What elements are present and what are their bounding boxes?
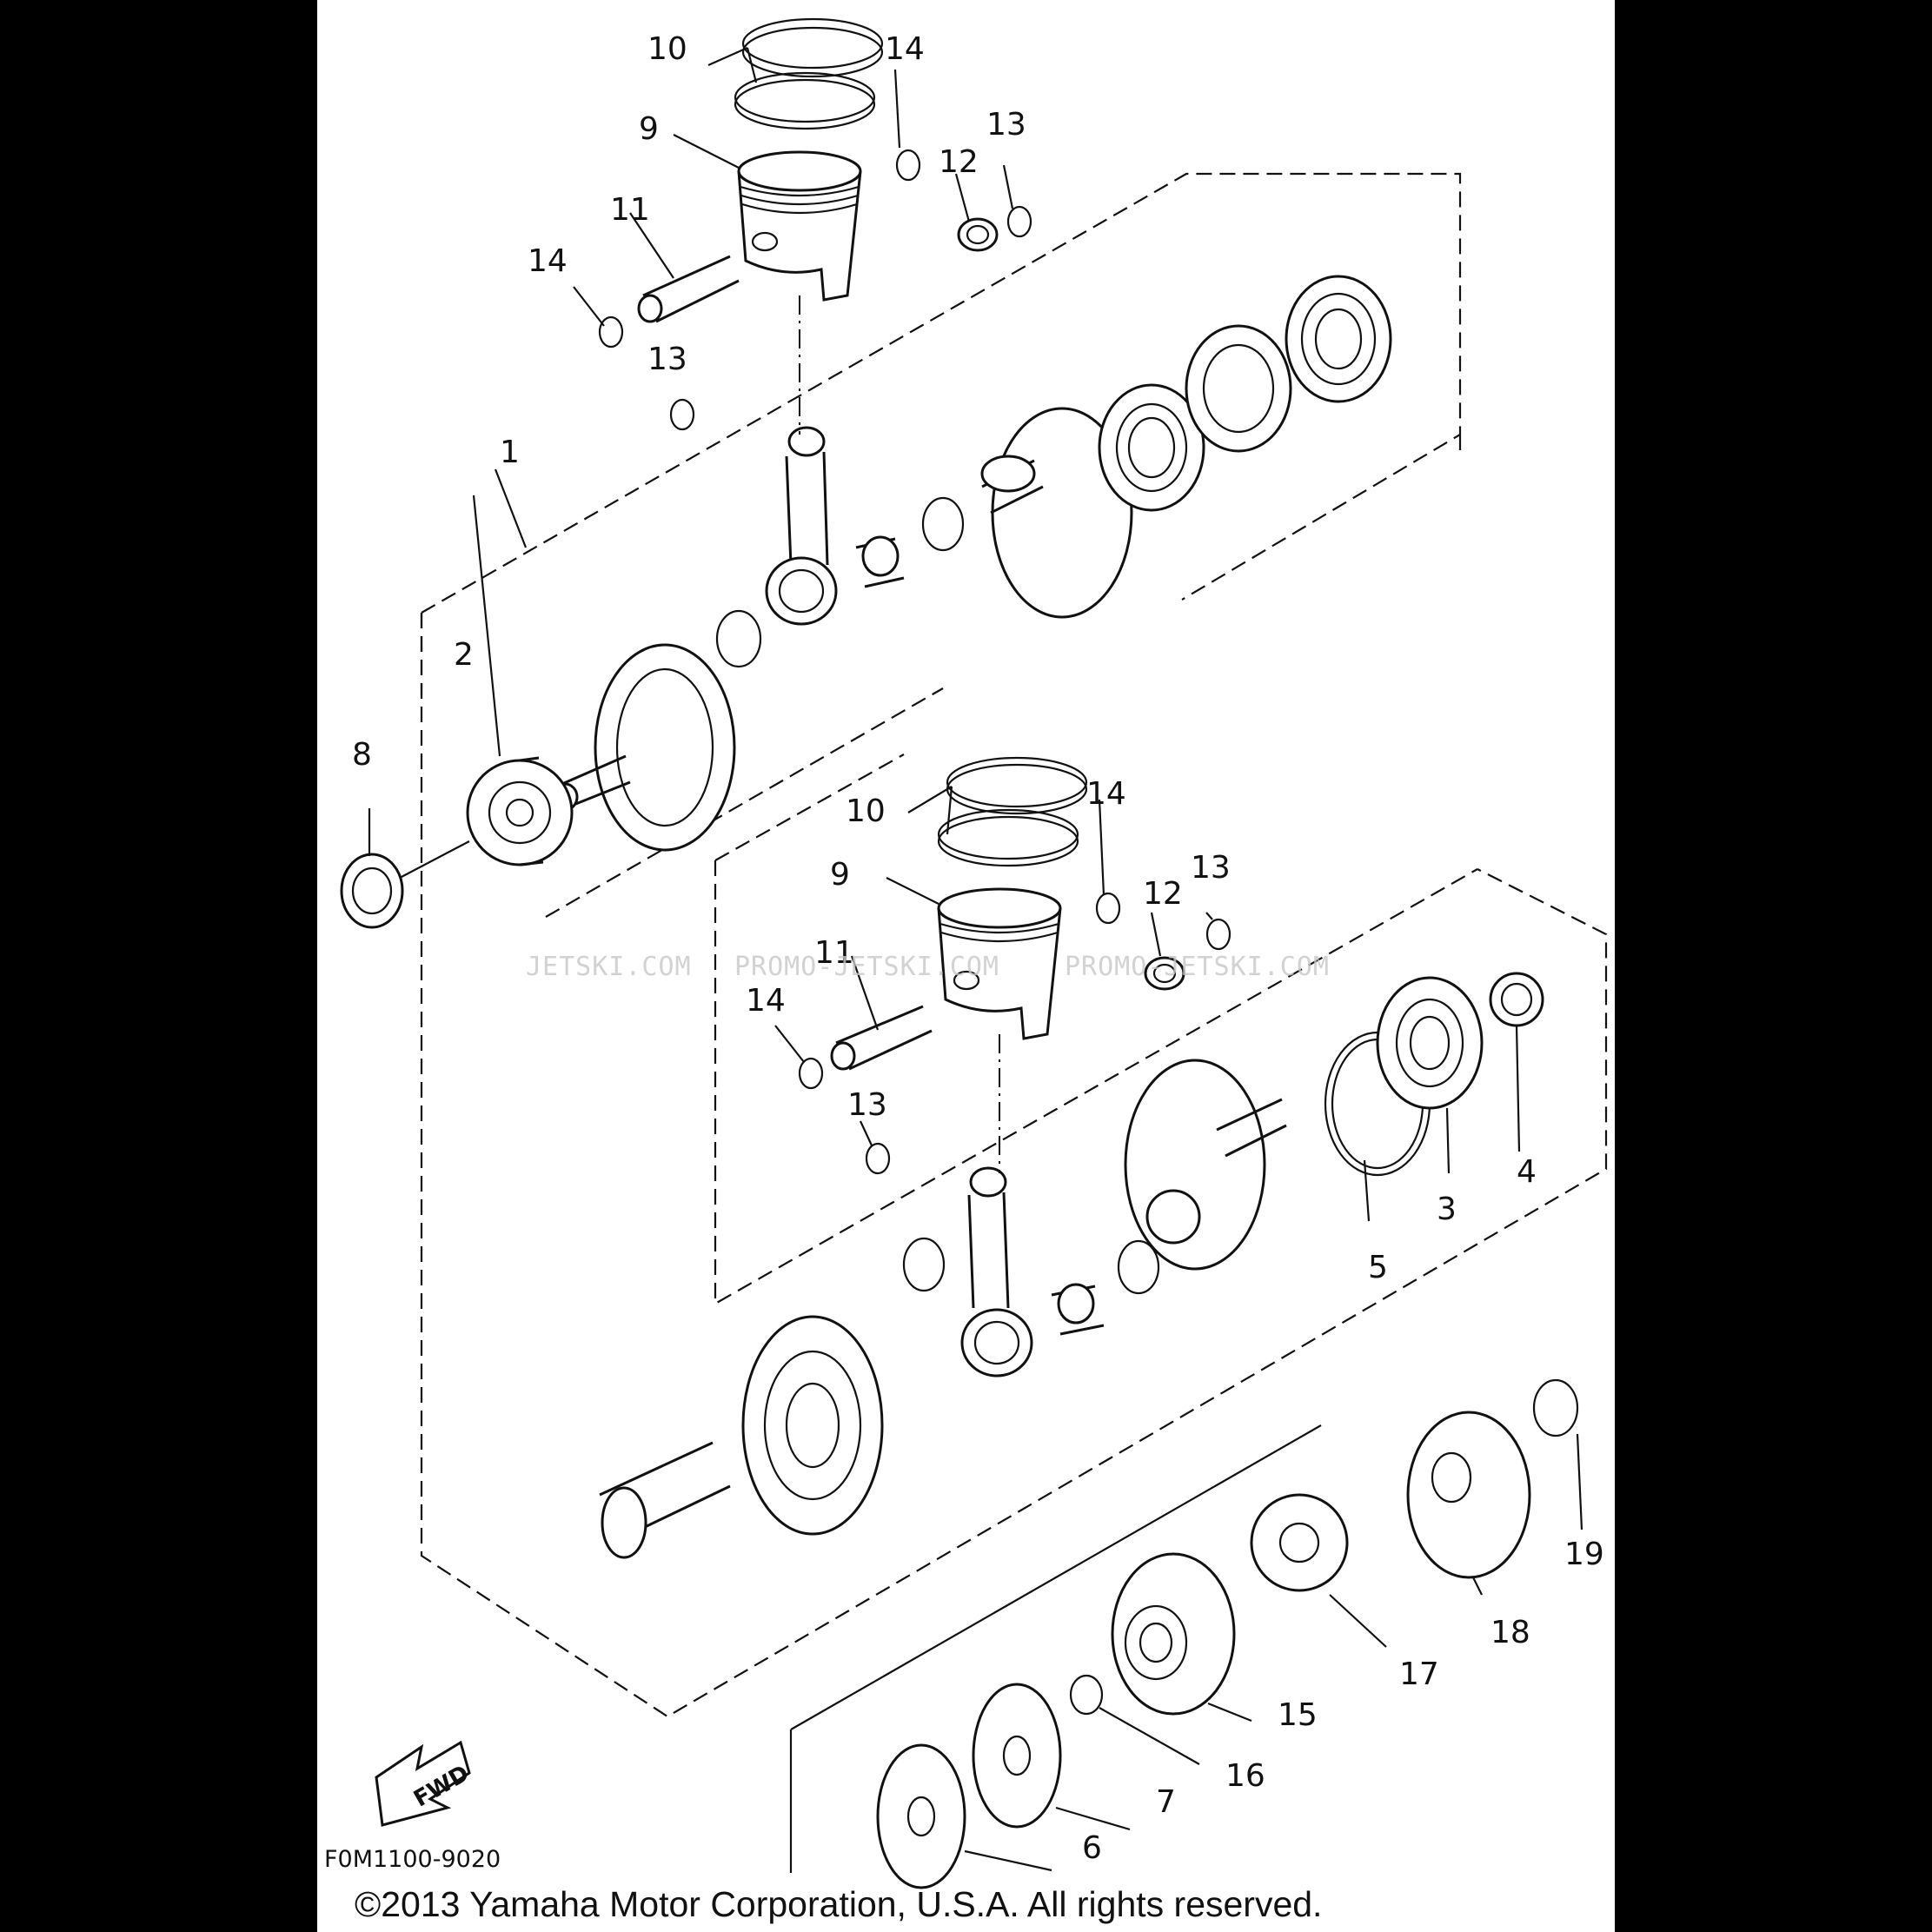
callout-numbers: 1 2 3 4 5 6 7 8 9 9 10 10 11 11 12 12 13…: [352, 31, 1604, 1866]
washer-lower-left: [865, 1142, 891, 1175]
circlip-upper-right: [895, 149, 921, 182]
upper-assembly-outline: [420, 172, 1462, 695]
callout-3: 3: [1437, 1192, 1457, 1227]
exploded-parts-diagram: 1 2 3 4 5 6 7 8 9 9 10 10 11 11 12 12 13…: [324, 17, 1608, 1924]
pin-shaft: [599, 1441, 731, 1559]
fwd-arrow: FWD: [375, 1740, 474, 1827]
callout-15: 15: [1278, 1697, 1318, 1733]
leader-seal: [399, 840, 470, 879]
callout-14-lower-right: 14: [1086, 776, 1126, 812]
callout-10-upper: 10: [647, 31, 687, 67]
crank-web-lower-left: [741, 1315, 884, 1536]
callout-4: 4: [1517, 1154, 1537, 1190]
piston-upper: [737, 150, 862, 302]
callout-1: 1: [500, 435, 520, 470]
crank-web-upper-right: [980, 407, 1133, 619]
callout-10-lower: 10: [846, 793, 886, 829]
circlip-upper-left: [598, 315, 624, 349]
connecting-rod-lower: [960, 1166, 1033, 1378]
piston-lower: [937, 887, 1062, 1040]
washer-lower-right: [1205, 918, 1232, 951]
copyright-text: ©2013 Yamaha Motor Corporation, U.S.A. A…: [355, 1884, 1322, 1924]
bearing-3: [1376, 976, 1484, 1110]
callout-2: 2: [454, 637, 474, 673]
callout-13-upper-left: 13: [647, 342, 687, 377]
callout-7: 7: [1156, 1784, 1176, 1820]
washer-upper-left: [669, 398, 695, 431]
circlip-lower-right: [1095, 892, 1121, 925]
callout-11-upper: 11: [610, 192, 650, 228]
callout-13-upper-right: 13: [986, 107, 1026, 143]
callout-14-upper-left: 14: [528, 243, 568, 279]
piston-ring-upper: [734, 17, 884, 130]
spacer-7: [972, 1683, 1062, 1829]
thrust-washer-upper: [921, 496, 965, 552]
diagram-sheet: 1 2 3 4 5 6 7 8 9 9 10 10 11 11 12 12 13…: [317, 0, 1615, 1932]
crank-web-upper: [551, 643, 736, 852]
callout-9-upper: 9: [639, 111, 659, 147]
callout-17: 17: [1399, 1656, 1439, 1692]
callout-16: 16: [1225, 1758, 1265, 1794]
callout-8: 8: [352, 737, 372, 773]
crankshaft-assembly-outline: [420, 613, 1608, 1718]
piston-pin-lower: [830, 1005, 933, 1071]
bearing-ring-upper-left: [715, 609, 762, 668]
crank-web-lower: [1124, 1059, 1287, 1271]
needle-bearing-lower: [1144, 956, 1185, 991]
callout-13-lower-left: 13: [847, 1087, 887, 1123]
callout-12-upper: 12: [939, 144, 979, 180]
callout-18: 18: [1490, 1615, 1530, 1650]
bearing-upper-seal: [1185, 324, 1292, 453]
bearing-2: [466, 756, 574, 866]
spacer-6: [876, 1743, 966, 1889]
callout-14-upper-right: 14: [885, 31, 925, 67]
callout-12-lower: 12: [1143, 876, 1183, 912]
circlip-lower-left: [798, 1057, 824, 1090]
piston-ring-lower: [937, 756, 1088, 867]
washer-19: [1532, 1378, 1579, 1437]
callout-19: 19: [1564, 1537, 1604, 1572]
callout-6: 6: [1082, 1830, 1102, 1866]
thrust-washer-lower: [1117, 1239, 1160, 1295]
leader-lines: [368, 46, 1583, 1872]
coupling-15: [1111, 1552, 1236, 1716]
washer-upper-right: [1006, 205, 1032, 238]
figure-code: F0M1100-9020: [324, 1846, 501, 1873]
bushing-upper: [855, 535, 905, 588]
callout-11-lower: 11: [814, 935, 854, 971]
needle-bearing-upper: [957, 217, 999, 252]
watermark-text-2: PROMO-JETSKI.COM: [734, 952, 999, 982]
bearing-upper-end: [1285, 275, 1392, 403]
oil-seal-8: [340, 853, 404, 929]
bearing-ring-lower-left: [902, 1237, 946, 1292]
bottom-bracket: [789, 1424, 1322, 1873]
o-ring-16: [1069, 1674, 1104, 1716]
piston-pin-upper: [637, 255, 740, 323]
watermark: JETSKI.COM PROMO-JETSKI.COM PROMO-JETSKI…: [526, 952, 1330, 982]
bushing-lower: [1051, 1283, 1105, 1336]
watermark-text-1: JETSKI.COM: [526, 952, 692, 982]
collar-4: [1489, 972, 1544, 1027]
callout-14-lower-left: 14: [746, 983, 786, 1019]
watermark-text-3: PROMO-JETSKI.COM: [1065, 952, 1330, 982]
callout-13-lower-right: 13: [1191, 850, 1231, 886]
connecting-rod-upper: [765, 426, 838, 626]
callout-5: 5: [1368, 1250, 1388, 1285]
coupling-18: [1406, 1411, 1531, 1579]
callout-9-lower: 9: [830, 857, 850, 893]
bearing-upper-mid: [1098, 383, 1205, 512]
damper-17: [1250, 1493, 1349, 1592]
